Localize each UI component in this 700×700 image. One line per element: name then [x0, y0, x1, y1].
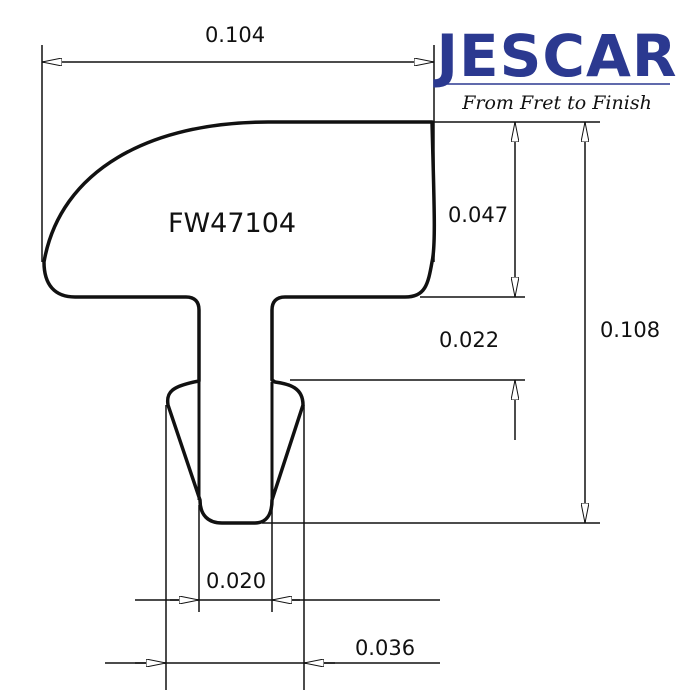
dim-width-label: 0.104	[205, 23, 265, 47]
dim-total-label: 0.108	[600, 318, 660, 342]
dimension-lines	[42, 62, 585, 663]
dim-shoulder-label: 0.022	[439, 328, 499, 352]
part-number: FW47104	[168, 208, 296, 239]
dim-tang-label: 0.020	[206, 569, 266, 593]
fret-profile	[42, 120, 437, 525]
logo-brand: JESCAR	[432, 22, 677, 90]
dim-barb-label: 0.036	[355, 636, 415, 660]
dim-crown-label: 0.047	[448, 203, 508, 227]
logo-tagline: From Fret to Finish	[461, 92, 652, 114]
extension-lines	[41, 45, 600, 690]
jescar-logo: JESCAR From Fret to Finish	[432, 22, 677, 114]
